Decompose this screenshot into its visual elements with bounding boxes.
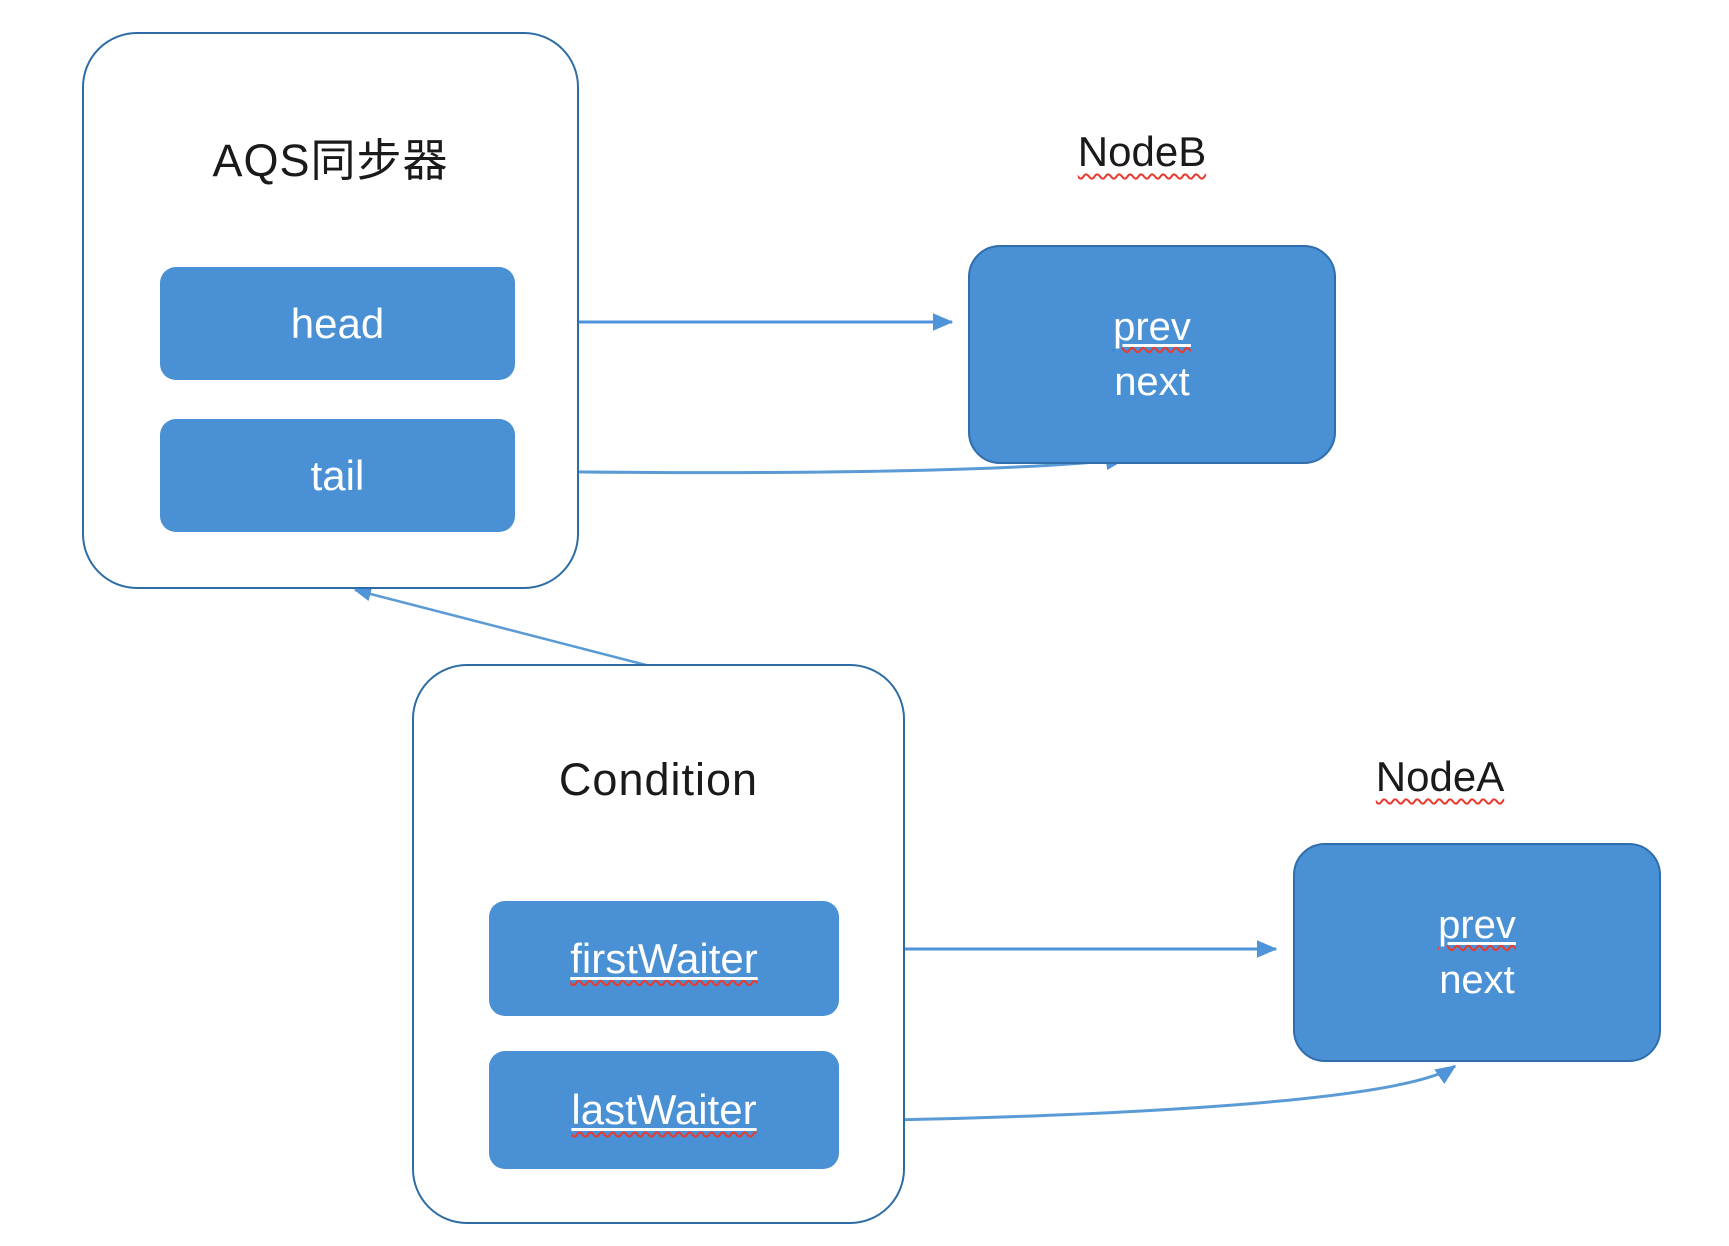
nodea-box: prev next [1293, 843, 1661, 1062]
aqs-tail-label: tail [310, 451, 365, 499]
nodeb-prev-field: prev [1113, 300, 1191, 355]
nodeb-next-label: next [1114, 359, 1190, 404]
firstwaiter-underline: firstWaiter [570, 935, 757, 983]
arrow-condition-to-aqs [353, 586, 647, 667]
condition-lastwaiter-field: lastWaiter [489, 1051, 839, 1169]
nodea-next-label: next [1439, 957, 1515, 1002]
nodea-prev-field: prev [1438, 898, 1516, 953]
condition-container: Condition firstWaiter lastWaiter [412, 664, 905, 1224]
nodea-title-text: NodeA [1375, 753, 1505, 800]
nodeb-prev-label: prev [1113, 304, 1191, 349]
arrow-lastwaiter-to-nodea [836, 1064, 1457, 1123]
condition-title: Condition [558, 754, 759, 805]
lastwaiter-underline: lastWaiter [571, 1086, 756, 1134]
aqs-title: AQS同步器 [212, 135, 449, 186]
condition-firstwaiter-field: firstWaiter [489, 901, 839, 1016]
nodeb-title: NodeB [960, 128, 1324, 176]
aqs-tail-field: tail [160, 419, 515, 532]
nodea-title: NodeA [1258, 753, 1622, 801]
nodea-prev-label: prev [1438, 902, 1516, 947]
firstwaiter-label: firstWaiter [570, 934, 758, 982]
nodeb-box: prev next [968, 245, 1336, 464]
lastwaiter-label: lastWaiter [571, 1086, 757, 1133]
aqs-head-label: head [290, 299, 385, 347]
nodeb-title-text: NodeB [1077, 128, 1207, 175]
aqs-container: AQS同步器 head tail [82, 32, 579, 589]
aqs-head-field: head [160, 267, 515, 380]
